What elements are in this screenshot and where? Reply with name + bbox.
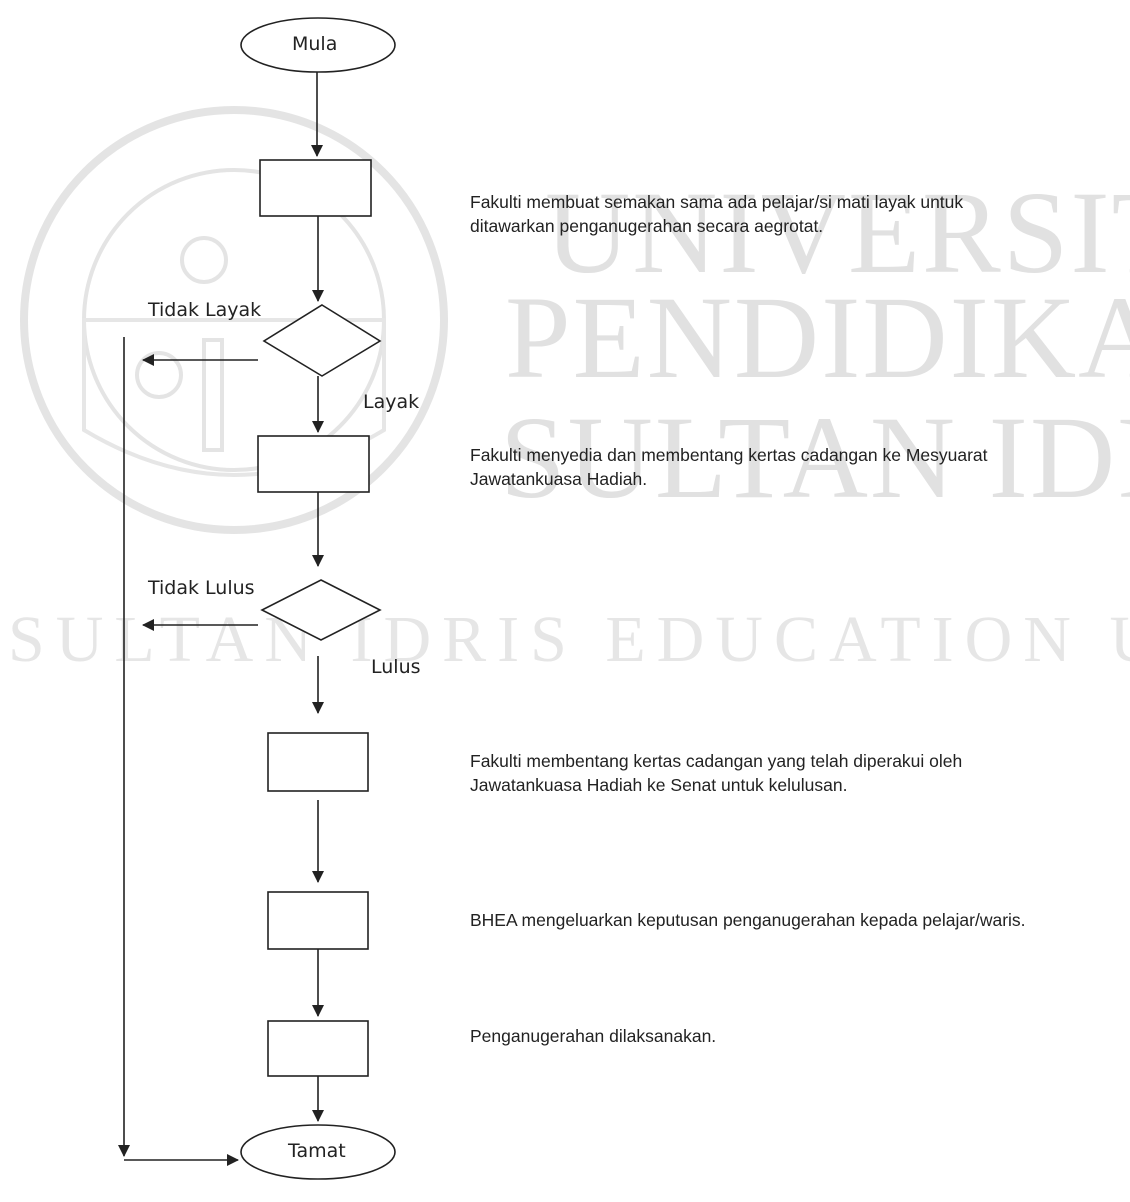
start-terminator xyxy=(240,17,396,73)
decision-1-no-label: Tidak Layak xyxy=(148,299,262,321)
university-seal-watermark xyxy=(20,106,448,534)
watermark-english-name: SULTAN IDRIS EDUCATION UNIVERSITY xyxy=(8,603,1130,676)
step-2-description: Fakulti menyedia dan membentang kertas c… xyxy=(470,445,988,489)
process-box-3 xyxy=(267,732,369,792)
decision-diamond-2 xyxy=(260,579,382,641)
end-terminator xyxy=(240,1124,396,1180)
decision-2-yes-label: Lulus xyxy=(371,656,421,678)
decision-diamond-1 xyxy=(262,304,382,377)
process-box-5 xyxy=(267,1020,369,1077)
watermark-line-3: SULTAN IDRIS xyxy=(500,392,1130,523)
decision-1-yes-label: Layak xyxy=(363,391,420,413)
decision-2-no-label: Tidak Lulus xyxy=(148,577,255,599)
step-1-description: Fakulti membuat semakan sama ada pelajar… xyxy=(470,192,964,236)
start-label: Mula xyxy=(292,33,338,55)
process-box-4 xyxy=(267,891,369,950)
process-box-1 xyxy=(259,159,372,217)
process-box-2 xyxy=(257,435,370,493)
watermark-line-2: PENDIDIKAN xyxy=(505,272,1130,403)
end-label: Tamat xyxy=(288,1140,346,1162)
watermark-line-1: UNIVERSITI xyxy=(545,167,1130,298)
step-4-description: BHEA mengeluarkan keputusan penganugerah… xyxy=(470,910,1026,930)
step-3-description: Fakulti membentang kertas cadangan yang … xyxy=(470,751,963,795)
step-5-description: Penganugerahan dilaksanakan. xyxy=(470,1026,717,1046)
